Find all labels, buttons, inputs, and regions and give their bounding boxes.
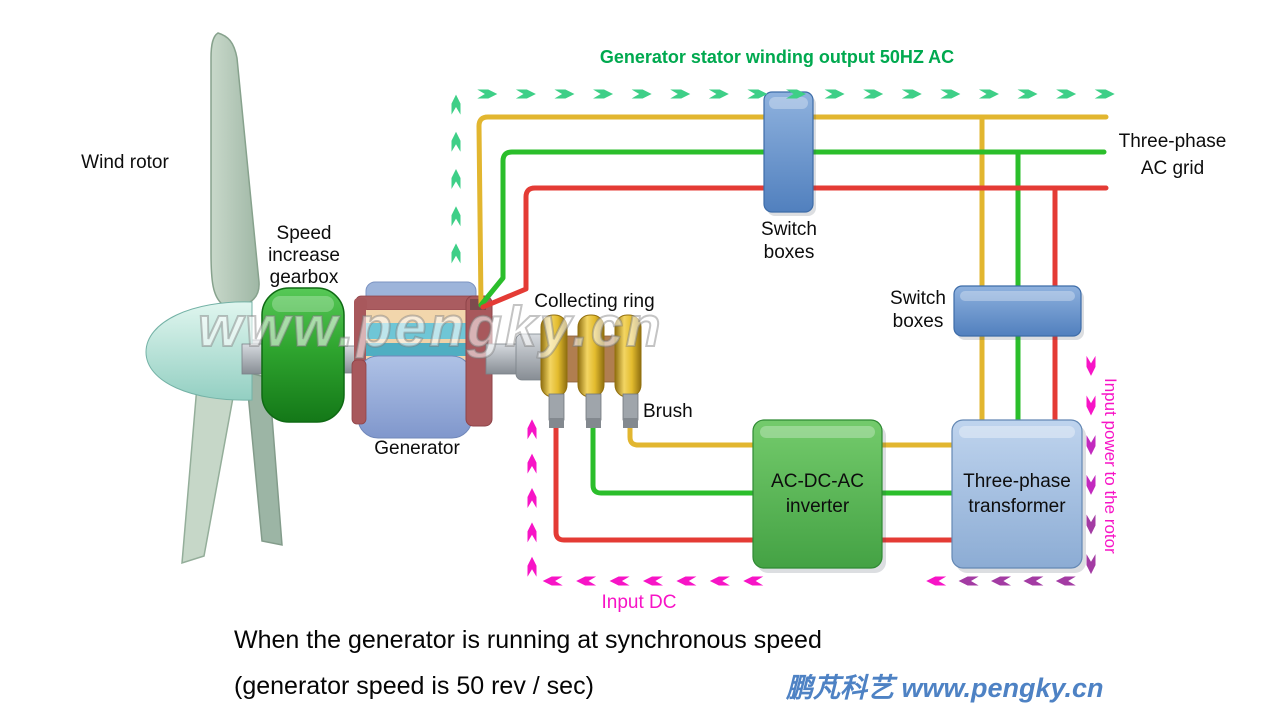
switch-box-2 bbox=[953, 285, 1084, 340]
inverter-box bbox=[752, 419, 886, 573]
switch-box-1 bbox=[763, 91, 816, 216]
collecting-ring-label: Collecting ring bbox=[534, 291, 655, 312]
gearbox-label: Speed increase gearbox bbox=[224, 223, 384, 289]
grid-label-line2: AC grid bbox=[1140, 158, 1205, 179]
inverter-label-line1: AC-DC-AC bbox=[771, 471, 864, 492]
gearbox-label-line2: increase bbox=[268, 245, 340, 266]
stator-output-arrow-top bbox=[477, 89, 1115, 99]
caption-line2: (generator speed is 50 rev / sec) bbox=[234, 672, 594, 700]
grid-label: Three-phase AC grid bbox=[1105, 128, 1240, 182]
rotor-power-arrow-bottom bbox=[926, 576, 1076, 586]
gearbox-label-line3: gearbox bbox=[269, 267, 339, 288]
brush-label: Brush bbox=[643, 401, 693, 422]
gearbox-graphic bbox=[241, 287, 361, 423]
caption-line1: When the generator is running at synchro… bbox=[234, 626, 822, 654]
transformer-label: Three-phase transformer bbox=[952, 469, 1082, 519]
wind-rotor-label: Wind rotor bbox=[81, 152, 169, 173]
switch-boxes-2-line2: boxes bbox=[892, 311, 944, 332]
input-dc-label: Input DC bbox=[601, 592, 677, 613]
switch-boxes-1-line1: Switch bbox=[761, 219, 817, 240]
switch-boxes-1-line2: boxes bbox=[763, 242, 815, 263]
transformer-box bbox=[951, 419, 1086, 573]
input-dc-arrow-bottom bbox=[542, 576, 764, 586]
stator-output-label: Generator stator winding output 50HZ AC bbox=[599, 47, 955, 67]
generator-graphic bbox=[351, 281, 547, 439]
gearbox-label-line1: Speed bbox=[276, 223, 332, 244]
switch-boxes-2-line1: Switch bbox=[890, 288, 946, 309]
switch-boxes-label-2: Switch boxes bbox=[848, 287, 988, 333]
transformer-label-line2: transformer bbox=[968, 496, 1066, 517]
input-dc-arrow-up bbox=[527, 419, 537, 577]
collecting-ring-graphic bbox=[540, 314, 642, 398]
watermark-text: www.pengky.cn bbox=[197, 294, 664, 360]
transformer-label-line1: Three-phase bbox=[963, 471, 1071, 492]
inverter-label-line2: inverter bbox=[785, 496, 850, 517]
input-power-label: Input power to the rotor bbox=[1101, 378, 1120, 554]
brush-graphic bbox=[548, 393, 639, 428]
grid-label-line1: Three-phase bbox=[1118, 131, 1227, 152]
wind-rotor-graphic bbox=[145, 32, 283, 565]
inverter-label: AC-DC-AC inverter bbox=[753, 469, 882, 519]
stator-output-arrow-left bbox=[451, 94, 461, 264]
rotor-power-arrow-right bbox=[1086, 355, 1096, 575]
rotor-wires bbox=[553, 415, 961, 543]
generator-label: Generator bbox=[374, 438, 460, 459]
switch-boxes-label-1: Switch boxes bbox=[719, 218, 859, 264]
branding-text: 鹏芃科艺 www.pengky.cn bbox=[786, 673, 1104, 703]
